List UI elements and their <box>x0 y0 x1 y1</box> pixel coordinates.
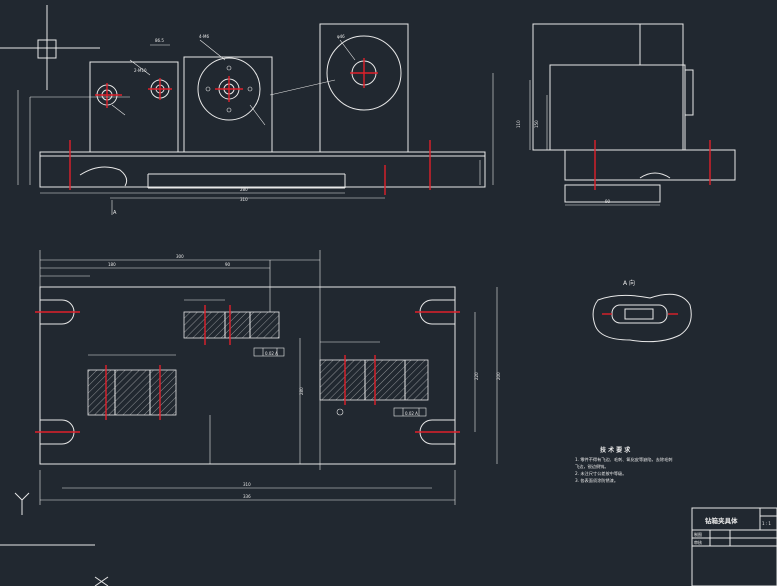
dim-bottom-total: 300 <box>176 254 184 259</box>
dim-bottom-overall: 336 <box>243 494 251 499</box>
dim-plan-height: 220 <box>474 372 479 380</box>
svg-text:A: A <box>113 210 117 216</box>
tech-req-title: 技 术 要 求 <box>600 446 631 454</box>
side-view: 110 150 90 <box>516 23 736 206</box>
svg-text:150: 150 <box>534 120 539 128</box>
svg-text:φ46: φ46 <box>337 34 345 39</box>
tech-req-item-1: 1. 零件不得有飞边、毛刺、氧化皮等缺陷，去除毛刺 <box>575 456 672 463</box>
title-block: 钻箱夹具体 1 : 1 制图 审核 <box>691 507 777 586</box>
svg-text:2-M10: 2-M10 <box>134 68 147 73</box>
ucs-icon <box>0 492 109 586</box>
svg-text:86.5: 86.5 <box>155 38 164 43</box>
front-view: A 86.5 2-M10 4-M6 φ46 280 310 <box>17 23 494 216</box>
svg-text:110: 110 <box>516 120 521 128</box>
cad-crosshair-cursor <box>0 5 100 90</box>
technical-requirements: 技 术 要 求 1. 零件不得有飞边、毛刺、氧化皮等缺陷，去除毛刺 飞边，锐边倒… <box>575 446 672 484</box>
svg-text:90: 90 <box>605 199 611 204</box>
dim-left-side: 280 <box>299 387 304 395</box>
title-block-row1: 制图 <box>694 531 702 537</box>
tech-req-item-3: 2. 未注尺寸公差按中等级。 <box>575 470 626 477</box>
dim-bottom-right: 90 <box>225 262 231 267</box>
svg-text:4-M6: 4-M6 <box>199 34 209 39</box>
dim-bottom-inner: 180 <box>108 262 116 267</box>
title-block-row2: 审核 <box>694 539 702 545</box>
title-block-name: 钻箱夹具体 <box>705 516 738 525</box>
svg-text:280: 280 <box>240 187 248 192</box>
dim-plan-width: 200 <box>496 372 501 380</box>
plan-view: 0.02 A 0.02 A 300 180 90 310 336 220 200… <box>35 250 501 505</box>
title-block-scale: 1 : 1 <box>762 521 771 526</box>
tol-frame-b: 0.02 A <box>405 411 418 416</box>
tol-frame-a: 0.02 A <box>265 351 278 356</box>
a-direction-view: A 向 <box>592 279 692 343</box>
dim-plan-bottom: 310 <box>243 482 251 487</box>
tech-req-item-2: 飞边，锐边倒钝。 <box>575 463 609 470</box>
svg-text:310: 310 <box>240 197 248 202</box>
section-label: A 向 <box>623 279 635 287</box>
tech-req-item-4: 3. 各表面须涂防锈漆。 <box>575 477 618 484</box>
